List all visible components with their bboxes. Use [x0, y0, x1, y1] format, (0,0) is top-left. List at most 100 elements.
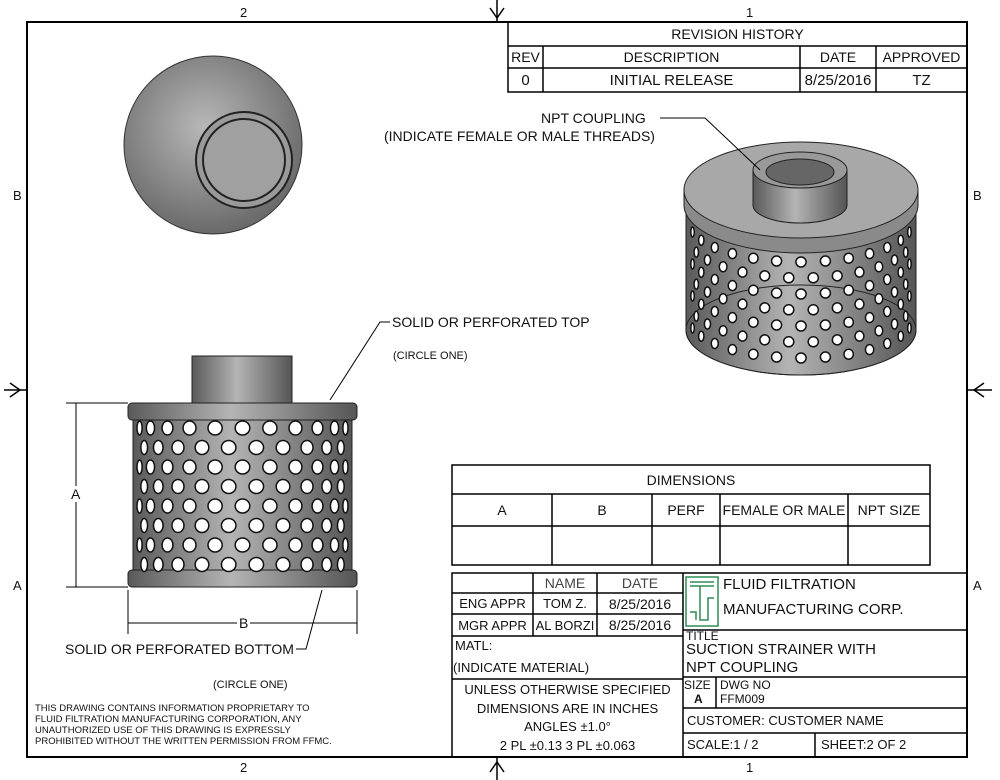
company-logo: [685, 576, 719, 627]
mgr-appr-name: AL BORZI: [535, 617, 595, 633]
perforation-hole: [248, 439, 265, 456]
revision-header-approved: APPROVED: [882, 49, 961, 65]
matl-label: MATL:: [455, 638, 493, 653]
perforation-hole: [727, 279, 738, 292]
perforation-hole: [854, 330, 865, 342]
perforation-hole: [248, 517, 265, 534]
perforation-hole: [690, 290, 696, 302]
dimensions-header-npt-size: NPT SIZE: [857, 502, 921, 518]
perforation-hole: [145, 420, 156, 436]
perforation-hole: [819, 319, 832, 331]
perforation-hole: [890, 286, 899, 298]
perforation-hole: [807, 272, 820, 284]
perforation-hole: [737, 298, 748, 310]
perforation-hole: [693, 310, 700, 322]
perforation-hole: [906, 226, 912, 238]
perforation-hole: [718, 324, 728, 337]
perforation-hole: [902, 278, 909, 290]
perforation-hole: [770, 319, 783, 331]
perforation-hole: [220, 517, 237, 534]
revision-description: INITIAL RELEASE: [609, 71, 734, 89]
perforation-hole: [843, 252, 855, 264]
perforation-hole: [697, 266, 705, 278]
perforation-hole: [795, 256, 807, 268]
perforation-hole: [747, 252, 759, 264]
perforation-hole: [897, 298, 905, 310]
perforation-hole: [759, 302, 771, 314]
perforation-hole: [275, 439, 291, 456]
perforation-hole: [136, 459, 143, 475]
proprietary-line: FLUID FILTRATION MANUFACTURING CORPORATI…: [35, 714, 302, 725]
zone-top-1: 1: [746, 5, 754, 20]
perforation-hole: [690, 258, 696, 270]
perforation-hole: [770, 255, 783, 267]
perforation-hole: [759, 270, 771, 282]
perforation-hole: [262, 420, 278, 436]
perforation-hole: [693, 278, 700, 290]
eng-appr-date: 8/25/2016: [608, 595, 672, 612]
dimensions-header-a: A: [497, 502, 507, 518]
mgr-appr-date: 8/25/2016: [608, 617, 672, 633]
perforation-hole: [883, 241, 892, 254]
perforation-hole: [248, 478, 265, 495]
perforation-hole: [693, 246, 700, 258]
revision-approved: TZ: [912, 71, 931, 89]
perforation-hole: [182, 459, 197, 475]
drawing-title-line2: NPT COUPLING: [686, 659, 799, 676]
perforation-hole: [874, 292, 884, 305]
perforation-hole: [342, 537, 349, 553]
perforation-hole: [262, 498, 278, 514]
drawing-title-line1: SUCTION STRAINER WITH: [686, 641, 876, 658]
perforation-hole: [883, 273, 892, 286]
perforation-hole: [864, 279, 875, 292]
name-header: NAME: [544, 575, 586, 591]
perforation-hole: [795, 352, 807, 364]
perforation-hole: [336, 517, 345, 534]
perforation-hole: [843, 316, 855, 328]
date-header: DATE: [621, 575, 659, 591]
perforation-hole: [152, 478, 164, 495]
proprietary-line: PROHIBITED WITHOUT THE WRITTEN PERMISSIO…: [35, 736, 332, 747]
perforation-hole: [747, 284, 759, 296]
perforation-hole: [152, 517, 164, 534]
perforation-hole: [864, 311, 875, 324]
mgr-appr-label: MGR APPR: [458, 617, 527, 633]
perforation-hole: [152, 556, 164, 573]
perforation-hole: [897, 266, 905, 278]
proprietary-line: UNAUTHORIZED USE OF THIS DRAWING IS EXPR…: [35, 725, 291, 736]
perforation-hole: [234, 498, 251, 514]
perforation-hole: [234, 537, 251, 553]
perforation-hole: [234, 420, 251, 436]
perforation-hole: [906, 258, 912, 270]
dimensions-header-b: B: [597, 502, 607, 518]
perforation-hole: [819, 287, 832, 299]
perforation-hole: [890, 254, 899, 266]
eng-appr-label: ENG APPR: [459, 596, 526, 611]
npt-callout-line2: (INDICATE FEMALE OR MALE THREADS): [384, 128, 655, 144]
perforation-hole: [710, 337, 719, 350]
perforation-hole: [703, 318, 712, 330]
perforation-hole: [145, 459, 156, 475]
perforation-hole: [795, 288, 807, 300]
perforation-hole: [883, 305, 892, 318]
zone-right-b: B: [973, 188, 982, 203]
perforation-hole: [182, 537, 197, 553]
perforation-hole: [329, 420, 340, 436]
perforation-hole: [171, 517, 185, 534]
perforation-hole: [727, 247, 738, 260]
perforation-hole: [737, 330, 748, 342]
perforation-hole: [321, 517, 333, 534]
matl-value: (INDICATE MATERIAL): [453, 660, 590, 675]
dimension-a-label: A: [71, 486, 81, 502]
table-lines: [451, 21, 968, 758]
tolerance-notes: UNLESS OTHERWISE SPECIFIED DIMENSIONS AR…: [452, 681, 683, 755]
perforation-hole: [136, 498, 143, 514]
perforation-hole: [182, 420, 197, 436]
perforation-hole: [874, 260, 884, 273]
perforation-hole: [336, 556, 345, 573]
perforation-hole: [703, 254, 712, 266]
bottom-circle-one: (CIRCLE ONE): [213, 679, 288, 691]
perforation-hole: [864, 247, 875, 260]
perforation-hole: [336, 439, 345, 456]
perforation-hole: [288, 459, 303, 475]
